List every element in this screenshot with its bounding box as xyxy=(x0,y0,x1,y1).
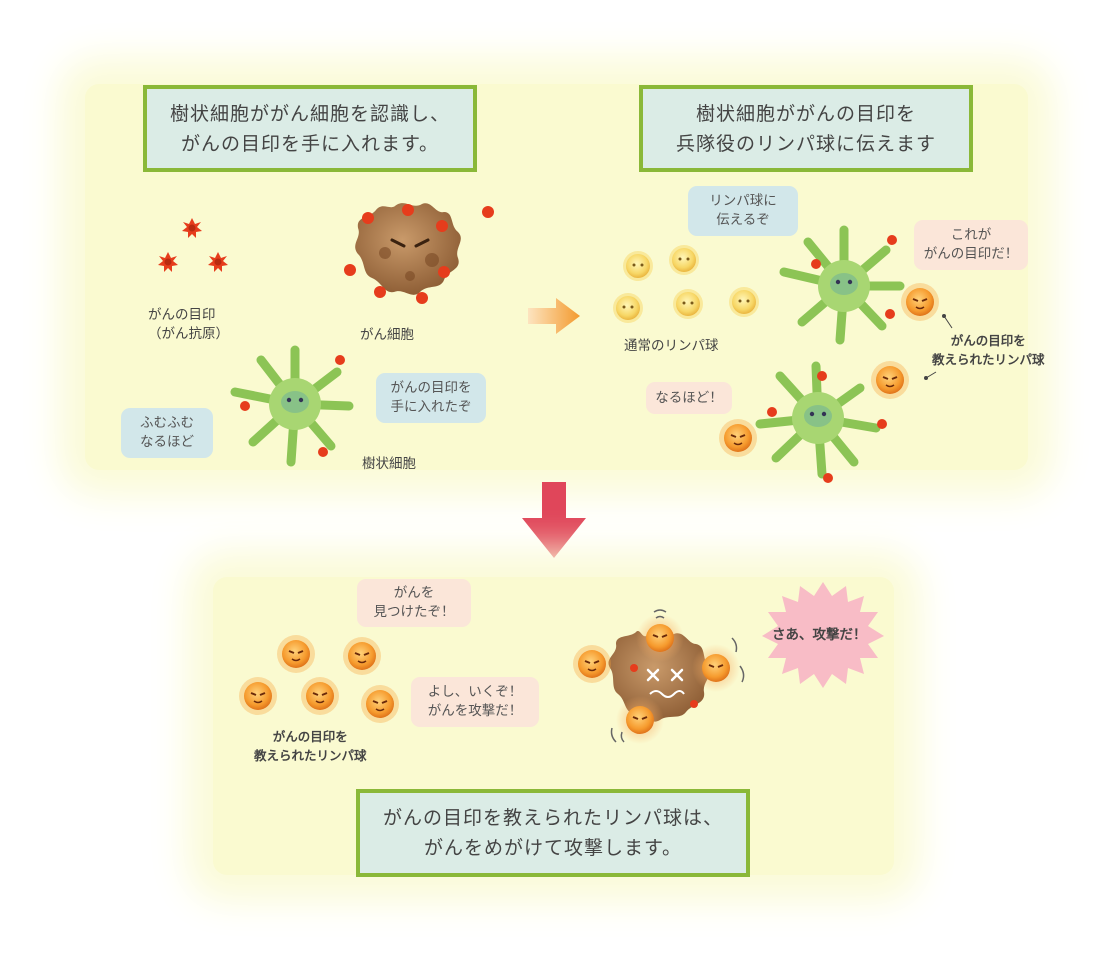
step2-title: 樹状細胞ががんの目印を 兵隊役のリンパ球に伝えます xyxy=(639,85,973,172)
arrow-down-icon xyxy=(522,482,586,558)
lymphocyte-icon xyxy=(613,293,643,323)
activated-lymphocyte-icon xyxy=(361,685,399,723)
attack-burst-icon xyxy=(762,582,884,688)
speech-bubble-naruhodo: なるほど！ xyxy=(646,382,732,414)
taught-lymphocyte-label: がんの目印を 教えられたリンパ球 xyxy=(932,333,1045,367)
normal-lymphocytes-icon xyxy=(613,245,759,323)
lymphocyte-icon xyxy=(673,289,703,319)
arrow-right-icon xyxy=(528,298,580,334)
step1-title: 樹状細胞ががん細胞を認識し、 がんの目印を手に入れます。 xyxy=(143,85,477,172)
cancer-cell-icon xyxy=(344,203,494,304)
activated-lymphocyte-icon xyxy=(343,637,381,675)
speech-bubble-found-cancer: がんを 見つけたぞ！ xyxy=(357,579,471,627)
attacking-lymphocyte-icon xyxy=(636,614,684,662)
antigen-icon xyxy=(158,252,178,272)
taught-lymphocytes-group-icon xyxy=(239,635,399,723)
cancer-antigen-icons xyxy=(158,218,228,272)
speech-bubble-lets-attack: よし、いくぞ！ がんを攻撃だ！ xyxy=(411,677,539,727)
lymphocyte-icon xyxy=(623,251,653,281)
attacking-lymphocyte-icon xyxy=(692,644,740,692)
activated-lymphocyte-icon xyxy=(871,361,909,399)
activated-lymphocyte-icon xyxy=(301,677,339,715)
dendritic-cell-label: 樹状細胞 xyxy=(362,456,416,472)
antigen-icon xyxy=(208,252,228,272)
antigen-label: がんの目印 （がん抗原） xyxy=(148,307,229,342)
step3-title: がんの目印を教えられたリンパ球は、 がんをめがけて攻撃します。 xyxy=(356,789,750,877)
lymphocyte-icon xyxy=(729,287,759,317)
dendritic-cell-icon xyxy=(779,225,905,345)
speech-bubble-fumufumu: ふむふむ なるほど xyxy=(121,408,213,458)
activated-lymphocyte-icon xyxy=(901,283,939,321)
activated-lymphocyte-icon xyxy=(277,635,315,673)
speech-bubble-this-is-marker: これが がんの目印だ！ xyxy=(914,220,1028,270)
activated-lymphocytes-icon xyxy=(719,283,953,457)
burst-text: さあ、攻撃だ！ xyxy=(772,627,867,643)
activated-lymphocyte-icon xyxy=(573,645,611,683)
lymphocyte-icon xyxy=(669,245,699,275)
activated-lymphocyte-icon xyxy=(719,419,757,457)
dendritic-cell-icon xyxy=(755,361,887,483)
step3-taught-lymphocyte-label: がんの目印を 教えられたリンパ球 xyxy=(254,729,367,763)
cancer-cell-label: がん細胞 xyxy=(360,327,414,343)
attacking-lymphocyte-icon xyxy=(616,696,664,744)
antigen-icon xyxy=(182,218,202,238)
normal-lymphocyte-label: 通常のリンパ球 xyxy=(624,338,719,354)
attacked-cancer-cell-icon xyxy=(573,609,745,744)
speech-bubble-got-marker: がんの目印を 手に入れたぞ xyxy=(376,373,486,423)
speech-bubble-tell-lymph: リンパ球に 伝えるぞ xyxy=(688,186,798,236)
activated-lymphocyte-icon xyxy=(239,677,277,715)
dendritic-cell-icon xyxy=(230,345,354,467)
